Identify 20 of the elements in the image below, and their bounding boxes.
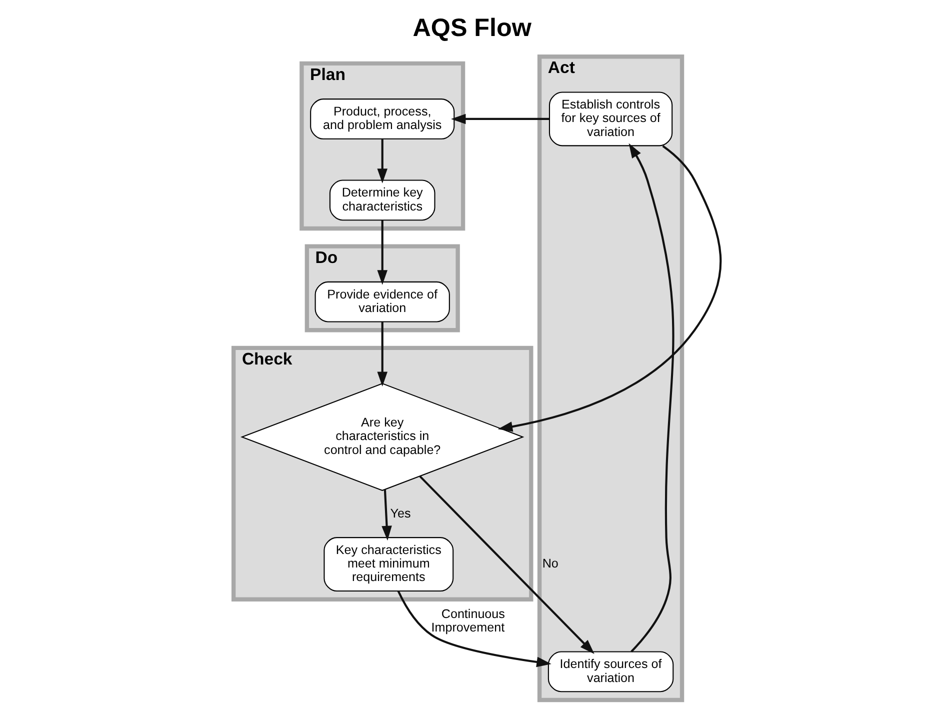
arrow [451, 114, 550, 124]
node-box: Determine key characteristics [329, 180, 436, 221]
arrow [382, 490, 392, 541]
arrow [377, 220, 388, 285]
arrow [377, 322, 388, 386]
node-box: Provide evidence of variation [314, 281, 450, 322]
node-box: Key characteristics meet minimum requirements [324, 537, 454, 592]
arrow [377, 139, 388, 184]
arrow [498, 145, 722, 432]
arrow [419, 476, 594, 654]
edge-label: Continuous Improvement [431, 606, 505, 634]
diagram-title: AQS Flow [412, 14, 532, 42]
edge-label: No [542, 556, 558, 571]
node-box: Establish controls for key sources of variation [548, 92, 673, 146]
node-box: Identify sources of variation [548, 651, 674, 692]
arrow [397, 590, 552, 668]
node-diamond: Are key characteristics in control and capable? [240, 382, 524, 491]
edge-label: Yes [390, 506, 411, 520]
node-box: Product, process, and problem analysis [310, 98, 455, 140]
arrow [628, 143, 674, 652]
